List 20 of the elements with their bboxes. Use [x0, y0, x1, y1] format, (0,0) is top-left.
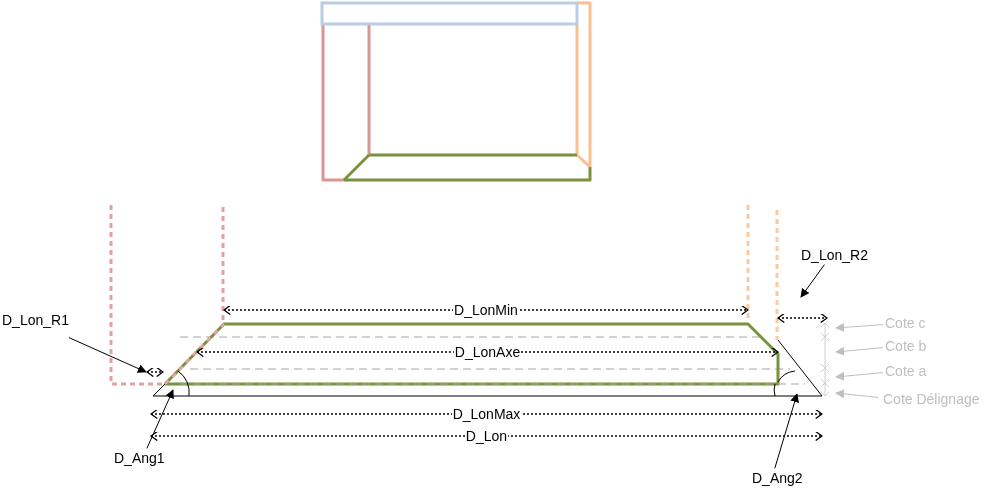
leader-line [835, 389, 879, 399]
leader-line [835, 346, 884, 356]
leader-line [146, 389, 174, 449]
dimension-label: D_LonAxe [453, 344, 522, 360]
leader-line [800, 264, 825, 298]
dimension-label: D_LonMax [451, 406, 522, 422]
leader-line [835, 322, 884, 332]
leader-line [774, 393, 799, 469]
leader-line [68, 337, 147, 373]
callout-label: D_Lon_R2 [801, 247, 868, 263]
callout-label: D_Ang1 [114, 450, 165, 466]
dimension-label: D_LonMin [453, 302, 519, 318]
leader-line [835, 371, 884, 381]
callout-label: Cote Délignage [883, 391, 980, 407]
callout-label: D_Ang2 [752, 470, 803, 486]
dimension-label: D_Lon [464, 428, 509, 444]
callout-label: Cote b [885, 338, 927, 354]
callout-label: D_Lon_R1 [2, 312, 69, 328]
callout-label: Cote c [885, 315, 926, 331]
callout-label: Cote a [885, 363, 927, 379]
